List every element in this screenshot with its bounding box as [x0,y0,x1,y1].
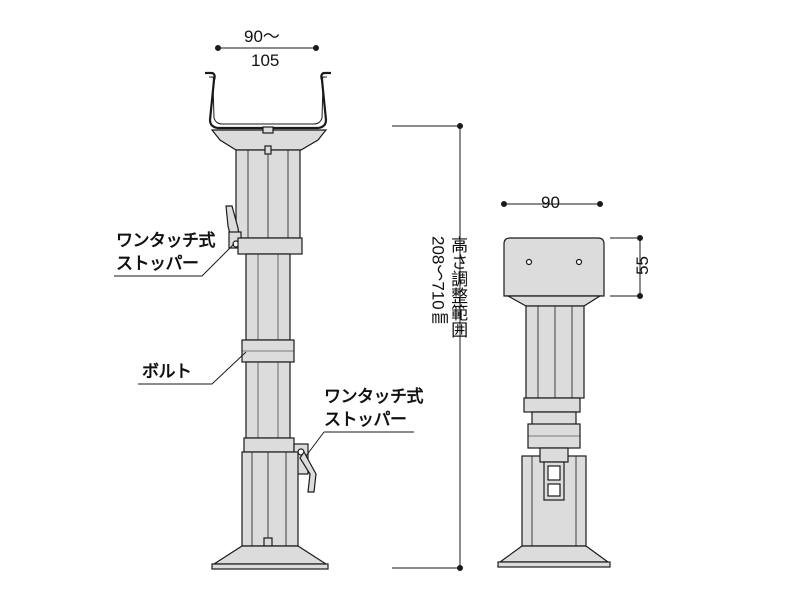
leader-bolt [138,351,247,385]
lower-stopper-label-1: ワンタッチ式 [324,387,424,406]
dim-dot [637,293,643,299]
dim-dot [637,235,643,241]
side-stopper [539,447,569,501]
lower-column [245,361,291,439]
side-top-plate [503,237,605,297]
side-height-label: 55 [633,256,652,275]
saddle-width-label-bottom: 105 [251,51,280,70]
dim-dot [501,201,507,207]
height-range-text: 高さ調整範囲 208～710㎜ [428,236,468,338]
upper-stopper-label-2: ストッパー [116,254,199,273]
base-plate [211,545,329,565]
middle-column [245,253,291,341]
leader-upper-stopper [114,243,235,277]
saddle-bracket [205,71,331,130]
side-width-label: 90 [541,193,560,212]
upper-collar [237,237,303,255]
base-foot [211,563,329,570]
mount-hole-right [575,258,583,266]
side-base-plate [498,545,610,563]
height-range-label: 高さ調整範囲 [448,236,468,338]
top-nut [262,126,274,134]
lower-collar [243,437,295,453]
upper-stopper-label-1: ワンタッチ式 [116,231,216,250]
lower-sleeve [241,451,299,547]
side-upper-collar [523,397,581,413]
dim-dot [215,45,221,51]
lower-stopper-label-2: ストッパー [324,410,407,429]
height-range-value: 208～710㎜ [428,236,448,327]
side-base-foot [497,561,611,568]
dim-dot [457,565,463,571]
dim-dot [313,45,319,51]
saddle-width-label-top: 90～ [244,27,280,46]
bolt-label: ボルト [142,362,192,381]
dim-dot [457,123,463,129]
mount-hole-left [525,258,533,266]
top-plate [210,129,328,151]
side-top-flange [505,295,603,307]
dim-dot [597,201,603,207]
